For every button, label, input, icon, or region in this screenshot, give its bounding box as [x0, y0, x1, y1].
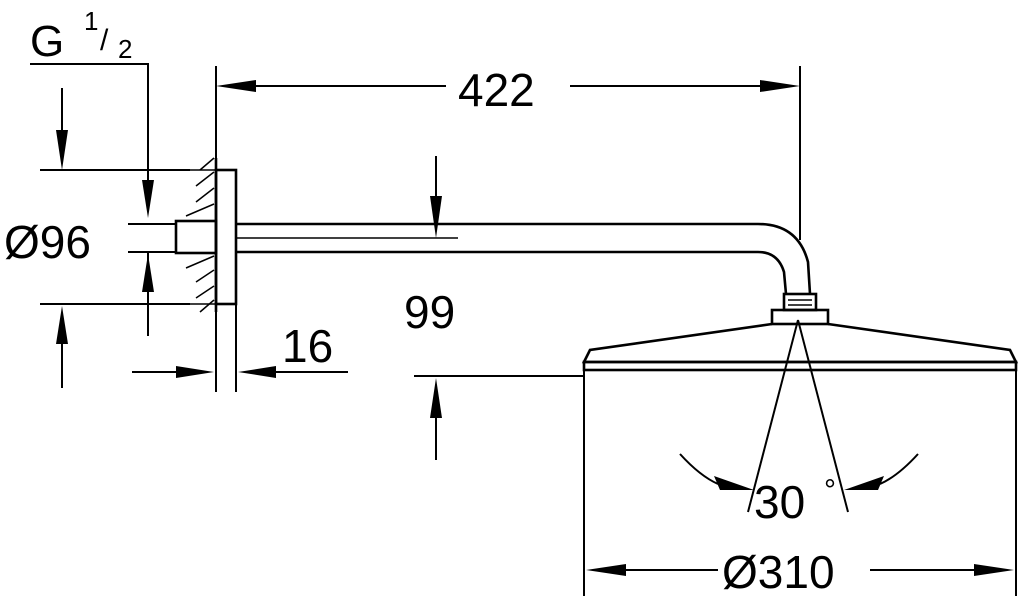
thread-fraction-separator: / — [100, 24, 109, 57]
dimension-422-label: 422 — [458, 64, 535, 116]
dimension-99: 99 — [404, 156, 584, 460]
thread-prefix: G — [30, 17, 64, 66]
thread-leader — [30, 63, 154, 336]
shower-head — [581, 292, 1019, 372]
dimension-30-unit: ° — [824, 474, 836, 507]
dimension-flange-diameter: Ø96 — [4, 88, 190, 388]
dimension-head-diameter: Ø310 — [583, 370, 1017, 598]
dimension-head-diameter-label: Ø310 — [722, 546, 835, 598]
dimension-30-value: 30 — [754, 476, 805, 528]
thread-label: G 1 / 2 — [30, 6, 132, 66]
wall-flange — [174, 157, 238, 313]
dimension-99-label: 99 — [404, 286, 455, 338]
dimension-16: 16 — [132, 304, 348, 392]
thread-fraction-denominator: 2 — [118, 34, 132, 64]
dimension-flange-diameter-label: Ø96 — [4, 216, 91, 268]
shower-arm — [236, 222, 812, 295]
dimension-422: 422 — [215, 64, 801, 240]
thread-fraction-numerator: 1 — [84, 6, 98, 36]
dimension-30-degree: 30 ° — [679, 319, 919, 528]
dimension-16-label: 16 — [282, 320, 333, 372]
